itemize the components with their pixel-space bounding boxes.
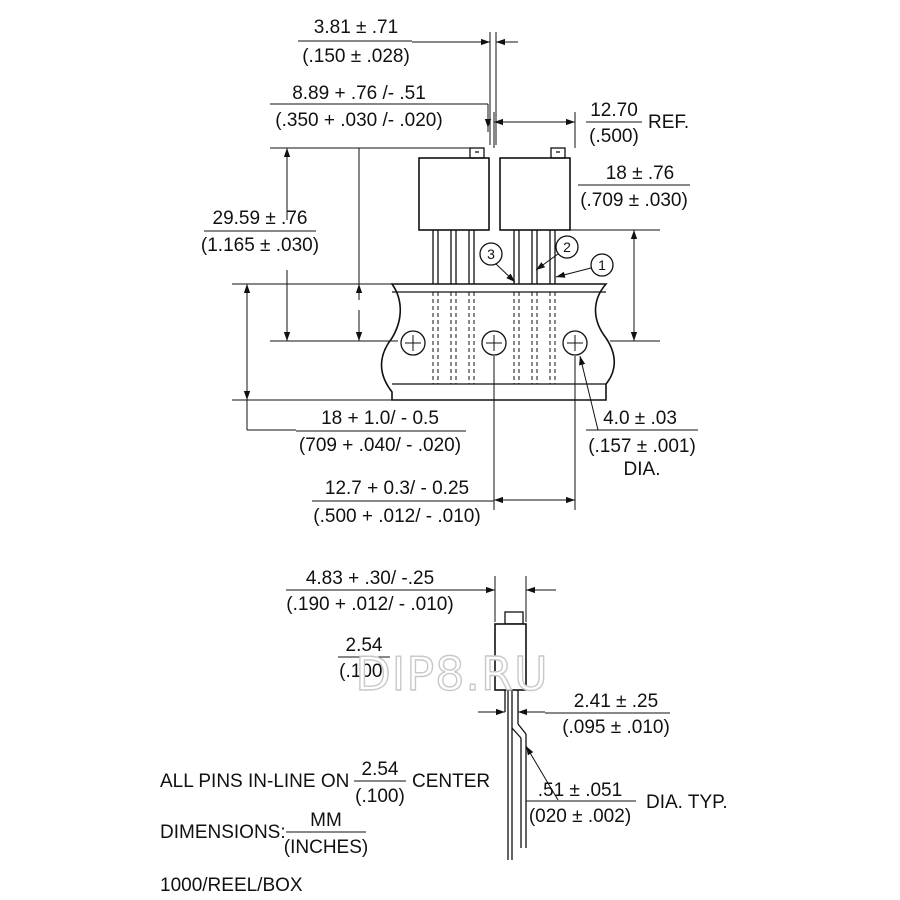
svg-text:ALL PINS IN-LINE ON: ALL PINS IN-LINE ON xyxy=(160,771,349,792)
svg-text:(.100): (.100) xyxy=(339,661,389,682)
svg-text:18 ± .76: 18 ± .76 xyxy=(606,163,675,184)
trimmer-body-right xyxy=(499,147,571,284)
trimmer-body-left xyxy=(418,147,490,284)
svg-text:4.83 + .30/ -.25: 4.83 + .30/ -.25 xyxy=(306,568,434,589)
svg-text:(1.165 ± .030): (1.165 ± .030) xyxy=(201,235,319,256)
pin-callout-2: 2 xyxy=(535,235,579,271)
svg-text:(.100): (.100) xyxy=(355,786,405,807)
svg-text:1: 1 xyxy=(598,257,606,273)
dim-lead-dia: .51 ± .051 (020 ± .002) DIA. TYP. xyxy=(525,745,728,827)
svg-text:MM: MM xyxy=(310,810,342,831)
pin-callout-1: 1 xyxy=(555,253,614,278)
svg-text:3.81 ± .71: 3.81 ± .71 xyxy=(314,17,398,38)
svg-text:29.59 ± .76: 29.59 ± .76 xyxy=(213,208,308,229)
svg-text:18 + 1.0/ - 0.5: 18 + 1.0/ - 0.5 xyxy=(321,408,439,429)
dim-total-height: 29.59 ± .76 (1.165 ± .030) xyxy=(201,147,470,342)
svg-text:(709 + .040/ - .020): (709 + .040/ - .020) xyxy=(299,435,461,456)
svg-text:12.70: 12.70 xyxy=(590,100,638,121)
dim-side-pitch: 2.54 (.100) xyxy=(338,635,390,682)
svg-text:DIMENSIONS:: DIMENSIONS: xyxy=(160,822,286,843)
sprocket-hole xyxy=(400,330,426,356)
carrier-tape xyxy=(380,283,616,401)
svg-text:(.150 ± .028): (.150 ± .028) xyxy=(302,46,410,67)
dim-body-offset: 8.89 + .76 /- .51 (.350 + .030 /- .020) xyxy=(270,83,492,132)
svg-text:(.157 ± .001): (.157 ± .001) xyxy=(588,436,696,457)
svg-text:REF.: REF. xyxy=(648,112,689,133)
svg-text:4.0 ± .03: 4.0 ± .03 xyxy=(603,408,677,429)
dim-hole-pitch: 12.7 + 0.3/ - 0.25 (.500 + .012/ - .010) xyxy=(312,356,576,527)
svg-text:DIA.: DIA. xyxy=(624,459,661,480)
watermark: DIP8.RU xyxy=(355,647,548,701)
svg-text:(INCHES): (INCHES) xyxy=(284,837,368,858)
svg-text:8.89 + .76 /- .51: 8.89 + .76 /- .51 xyxy=(292,83,426,104)
hidden-leads xyxy=(432,292,556,384)
svg-text:(020 ± .002): (020 ± .002) xyxy=(529,806,631,827)
svg-text:CENTER: CENTER xyxy=(412,771,490,792)
note-packaging: 1000/REEL/BOX xyxy=(160,875,303,896)
svg-text:(.500 + .012/ - .010): (.500 + .012/ - .010) xyxy=(313,506,480,527)
sprocket-hole xyxy=(481,330,507,356)
dim-tape-width: 18 + 1.0/ - 0.5 (709 + .040/ - .020) xyxy=(232,283,466,456)
dim-lead-height: 18 ± .76 (.709 ± .030) xyxy=(570,163,690,342)
trimmer-side-view xyxy=(494,611,527,860)
sprocket-hole xyxy=(562,330,588,356)
svg-text:2.54: 2.54 xyxy=(362,759,399,780)
dim-pitch-top: 3.81 ± .71 (.150 ± .028) xyxy=(298,17,518,145)
svg-text:(.190 + .012/ - .010): (.190 + .012/ - .010) xyxy=(286,594,453,615)
dim-hole-dia: 4.0 ± .03 (.157 ± .001) DIA. xyxy=(579,355,698,480)
svg-text:2: 2 xyxy=(563,239,571,255)
svg-text:DIA. TYP.: DIA. TYP. xyxy=(646,792,728,813)
dim-side-body: 4.83 + .30/ -.25 (.190 + .012/ - .010) xyxy=(286,568,556,622)
pin-callout-3: 3 xyxy=(479,242,516,283)
svg-text:12.7 + 0.3/ - 0.25: 12.7 + 0.3/ - 0.25 xyxy=(325,478,469,499)
svg-text:(.500): (.500) xyxy=(589,126,639,147)
dim-lead-spread: 2.41 ± .25 (.095 ± .010) xyxy=(478,691,670,738)
svg-text:2.41 ± .25: 2.41 ± .25 xyxy=(574,691,658,712)
svg-text:(.350 + .030 /- .020): (.350 + .030 /- .020) xyxy=(275,110,442,131)
svg-text:.51 ± .051: .51 ± .051 xyxy=(538,780,622,801)
svg-text:3: 3 xyxy=(487,246,495,262)
svg-text:(.095 ± .010): (.095 ± .010) xyxy=(562,717,670,738)
note-dimensions-legend: DIMENSIONS: MM (INCHES) xyxy=(160,810,368,858)
dim-ref-pitch: 12.70 (.500) REF. xyxy=(493,100,689,148)
note-inline-pins: ALL PINS IN-LINE ON 2.54 (.100) CENTER xyxy=(160,759,490,807)
svg-text:2.54: 2.54 xyxy=(346,635,383,656)
svg-text:(.709 ± .030): (.709 ± .030) xyxy=(580,190,688,211)
